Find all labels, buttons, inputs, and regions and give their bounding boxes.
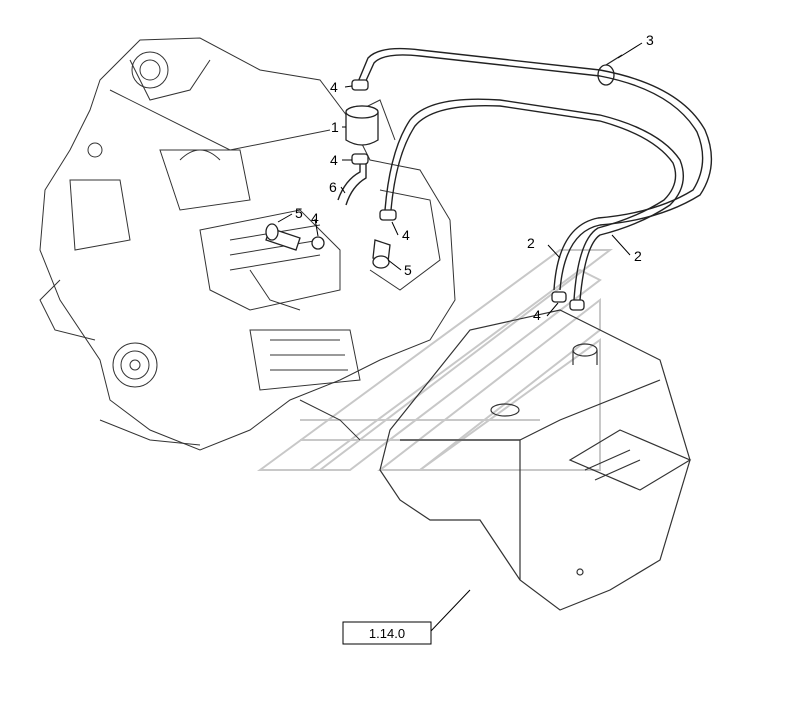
fuel-tank xyxy=(379,309,692,611)
callout-2-left: 2 xyxy=(527,235,535,251)
fuel-hoses xyxy=(337,47,713,301)
callout-4-bottom: 4 xyxy=(533,307,541,323)
reference-box-label: 1.14.0 xyxy=(369,626,405,641)
leader-lines xyxy=(277,42,643,633)
callout-4-mid: 4 xyxy=(330,152,338,168)
callout-3: 3 xyxy=(646,32,654,48)
callout-4-right: 4 xyxy=(402,227,410,243)
callout-2-right: 2 xyxy=(634,248,642,264)
watermark-logo xyxy=(256,249,613,471)
hose-clamps xyxy=(311,79,585,311)
callout-1: 1 xyxy=(331,119,339,135)
callout-5-left: 5 xyxy=(295,205,303,221)
banjo-fittings xyxy=(265,223,391,269)
fuel-filter xyxy=(345,105,379,146)
callout-4-left: 4 xyxy=(311,210,319,226)
callout-4-top: 4 xyxy=(330,79,338,95)
callout-5-right: 5 xyxy=(404,262,412,278)
reference-box[interactable]: 1.14.0 xyxy=(342,621,432,645)
callout-6: 6 xyxy=(329,179,337,195)
engine-assembly xyxy=(39,37,456,451)
